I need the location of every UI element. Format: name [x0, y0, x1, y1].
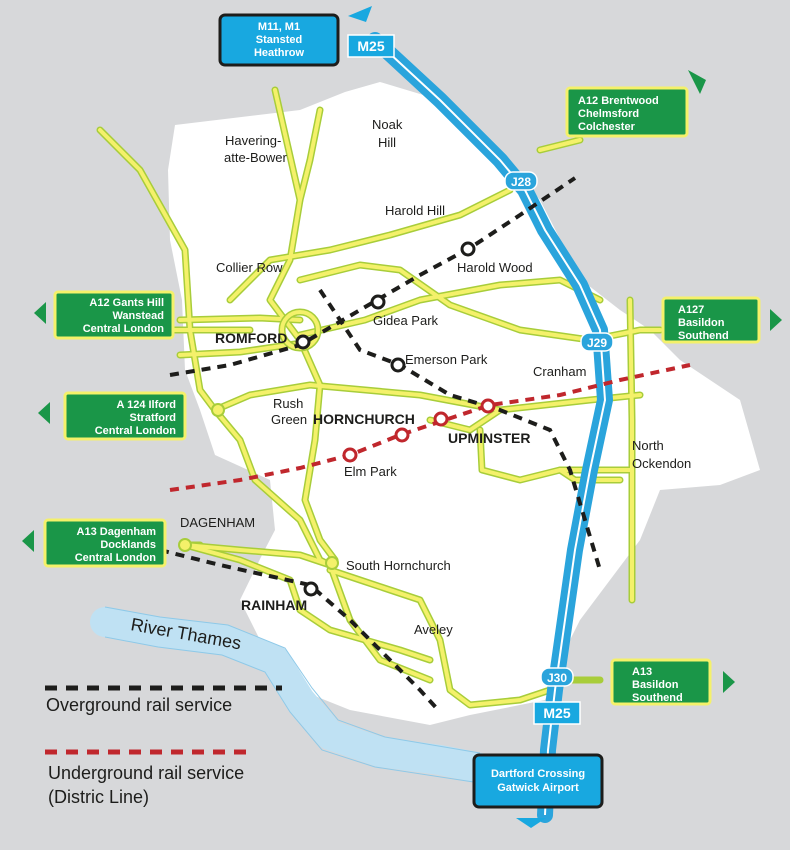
svg-text:J29: J29	[587, 336, 607, 350]
label-noak-1: Noak	[372, 117, 403, 132]
arrow-northeast-stansted	[348, 6, 372, 22]
label-dagenham: DAGENHAM	[180, 515, 255, 530]
svg-text:A 124 Ilford: A 124 Ilford	[117, 399, 177, 411]
svg-text:Southend: Southend	[678, 330, 729, 342]
river-thames	[90, 607, 495, 783]
j30-badge: J30	[540, 667, 574, 687]
station-elm-park	[342, 447, 358, 463]
station-gidea-park	[370, 294, 386, 310]
label-emerson-park: Emerson Park	[405, 352, 488, 367]
label-havering-2: atte-Bower	[224, 150, 288, 165]
label-harold-wood: Harold Wood	[457, 260, 533, 275]
label-hornchurch: HORNCHURCH	[313, 411, 415, 427]
label-rush-1: Rush	[273, 396, 303, 411]
arrow-west-gants-hill	[34, 302, 46, 324]
station-rainham	[303, 581, 319, 597]
svg-text:A13: A13	[632, 666, 652, 678]
svg-text:Basildon: Basildon	[632, 679, 679, 691]
label-elm-park: Elm Park	[344, 464, 397, 479]
label-rainham: RAINHAM	[241, 597, 307, 613]
arrow-south-dartford	[516, 818, 546, 828]
sign-a13-dagenham: A13 Dagenham Docklands Central London	[43, 518, 167, 568]
j29-badge: J29	[580, 332, 614, 352]
legend-underground-1: Underground rail service	[48, 763, 244, 783]
sign-gants-hill: A12 Gants Hill Wanstead Central London	[53, 290, 175, 340]
sign-dartford: Dartford Crossing Gatwick Airport	[472, 753, 604, 809]
arrow-east-a13	[723, 671, 735, 693]
label-harold-hill: Harold Hill	[385, 203, 445, 218]
svg-text:J28: J28	[511, 175, 531, 189]
sign-brentwood: A12 Brentwood Chelmsford Colchester	[565, 86, 689, 138]
arrow-east-a127	[770, 309, 782, 331]
legend-underground-2: (Distric Line)	[48, 787, 149, 807]
label-noak-2: Hill	[378, 135, 396, 150]
stations	[295, 241, 496, 597]
m25-shield-top: M25	[347, 34, 395, 58]
sign-a13-basildon: A13 Basildon Southend	[610, 658, 712, 706]
svg-text:Central London: Central London	[75, 552, 157, 564]
label-north-ockendon-2: Ockendon	[632, 456, 691, 471]
label-havering-1: Havering-	[225, 133, 281, 148]
svg-text:J30: J30	[547, 671, 567, 685]
label-collier-row: Collier Row	[216, 260, 283, 275]
svg-text:Stratford: Stratford	[130, 412, 176, 424]
arrow-west-dagenham	[22, 530, 34, 552]
svg-text:A12 Brentwood: A12 Brentwood	[578, 95, 659, 107]
label-south-hornchurch: South Hornchurch	[346, 558, 451, 573]
station-upminster	[480, 398, 496, 414]
arrow-northeast-brentwood	[688, 70, 706, 94]
label-romford: ROMFORD	[215, 330, 287, 346]
sign-ilford: A 124 Ilford Stratford Central London	[63, 391, 187, 441]
svg-text:M25: M25	[543, 705, 570, 721]
sign-stansted: M11, M1 Stansted Heathrow	[218, 13, 340, 67]
svg-text:A12 Gants Hill: A12 Gants Hill	[89, 297, 164, 309]
m25-shield-bottom: M25	[533, 701, 581, 725]
station-harold-wood	[460, 241, 476, 257]
j28-badge: J28	[504, 171, 538, 191]
label-upminster: UPMINSTER	[448, 430, 530, 446]
arrow-west-ilford	[38, 402, 50, 424]
sign-a127-basildon: A127 Basildon Southend	[661, 296, 761, 344]
svg-text:A13 Dagenham: A13 Dagenham	[77, 526, 157, 538]
station-hornchurch	[394, 427, 410, 443]
svg-text:Chelmsford: Chelmsford	[578, 108, 639, 120]
label-cranham: Cranham	[533, 364, 586, 379]
svg-text:Southend: Southend	[632, 692, 683, 704]
overground-rail	[159, 176, 602, 714]
svg-text:M25: M25	[357, 38, 384, 54]
direction-arrows	[22, 6, 782, 828]
svg-text:Stansted: Stansted	[256, 34, 302, 46]
svg-text:Dartford Crossing: Dartford Crossing	[491, 768, 585, 780]
svg-text:A127: A127	[678, 304, 704, 316]
station-upminster-bridge	[433, 411, 449, 427]
svg-text:Docklands: Docklands	[100, 539, 156, 551]
svg-text:Colchester: Colchester	[578, 121, 636, 133]
label-north-ockendon-1: North	[632, 438, 664, 453]
svg-text:Gatwick Airport: Gatwick Airport	[497, 782, 579, 794]
svg-text:Basildon: Basildon	[678, 317, 725, 329]
svg-text:Central London: Central London	[95, 425, 177, 437]
junction-dots	[178, 403, 339, 570]
svg-text:Wanstead: Wanstead	[112, 310, 164, 322]
label-aveley: Aveley	[414, 622, 453, 637]
legend-overground: Overground rail service	[46, 695, 232, 715]
underground-rail	[169, 363, 691, 492]
svg-text:M11, M1: M11, M1	[258, 21, 300, 33]
label-rush-2: Green	[271, 412, 307, 427]
label-gidea-park: Gidea Park	[373, 313, 439, 328]
svg-text:Central London: Central London	[83, 323, 165, 335]
station-romford	[295, 334, 311, 350]
svg-text:Heathrow: Heathrow	[254, 47, 305, 59]
station-emerson-park	[390, 357, 406, 373]
map-legend: Overground rail service Underground rail…	[45, 685, 282, 807]
